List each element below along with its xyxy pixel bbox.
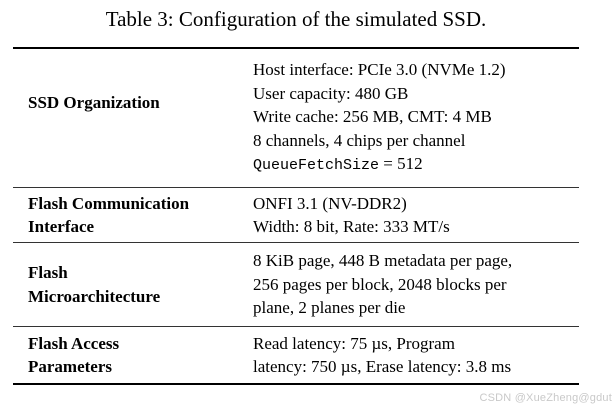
row-label-line: Flash Communication [28,193,190,213]
row-value-line: User capacity: 480 GB [253,83,409,103]
row-label-line: Microarchitecture [28,286,161,306]
row-value-line: Write cache: 256 MB, CMT: 4 MB [253,107,492,127]
row-value-line: Host interface: PCIe 3.0 (NVMe 1.2) [253,60,506,80]
mono-token: QueueFetchSize [253,157,380,175]
watermark-text: CSDN @XueZheng@gdut [479,392,612,404]
row-value-line: 8 KiB page, 448 B metadata per page, [253,251,513,271]
row-label-line: Interface [28,217,95,236]
row-value-cell: ONFI 3.1 (NV-DDR2) Width: 8 bit, Rate: 33… [253,192,579,239]
row-label-line: Parameters [28,357,113,376]
row-label-line: Flash [28,263,68,282]
table-row: SSD Organization Host interface: PCIe 3.0… [13,49,579,188]
row-value-line: plane, 2 planes per die [253,298,406,318]
row-value-cell: Host interface: PCIe 3.0 (NVMe 1.2) User … [253,58,579,178]
row-value-line: Width: 8 bit, Rate: 333 MT/s [253,217,450,236]
row-value-cell: Read latency: 75 µs, Program latency: 750… [253,332,579,379]
row-label-line: SSD Organization [28,93,160,113]
row-value-line: Read latency: 75 µs, Program [253,333,455,353]
row-label-line: Flash Access [28,333,120,353]
row-value-line: 256 pages per block, 2048 blocks per [253,274,507,294]
row-value-cell: 8 KiB page, 448 B metadata per page, 256 … [253,249,579,320]
row-value-line: 8 channels, 4 chips per channel [253,130,466,150]
row-value-line: latency: 750 µs, Erase latency: 3.8 ms [253,357,512,376]
text-token: = 512 [379,154,423,174]
table-caption: Table 3: Configuration of the simulated … [105,7,487,31]
row-label-cell: SSD Organization [13,91,253,115]
config-table: SSD Organization Host interface: PCIe 3.0… [13,47,579,385]
row-value-line: ONFI 3.1 (NV-DDR2) [253,193,407,213]
row-value-line: QueueFetchSize = 512 [253,152,577,178]
